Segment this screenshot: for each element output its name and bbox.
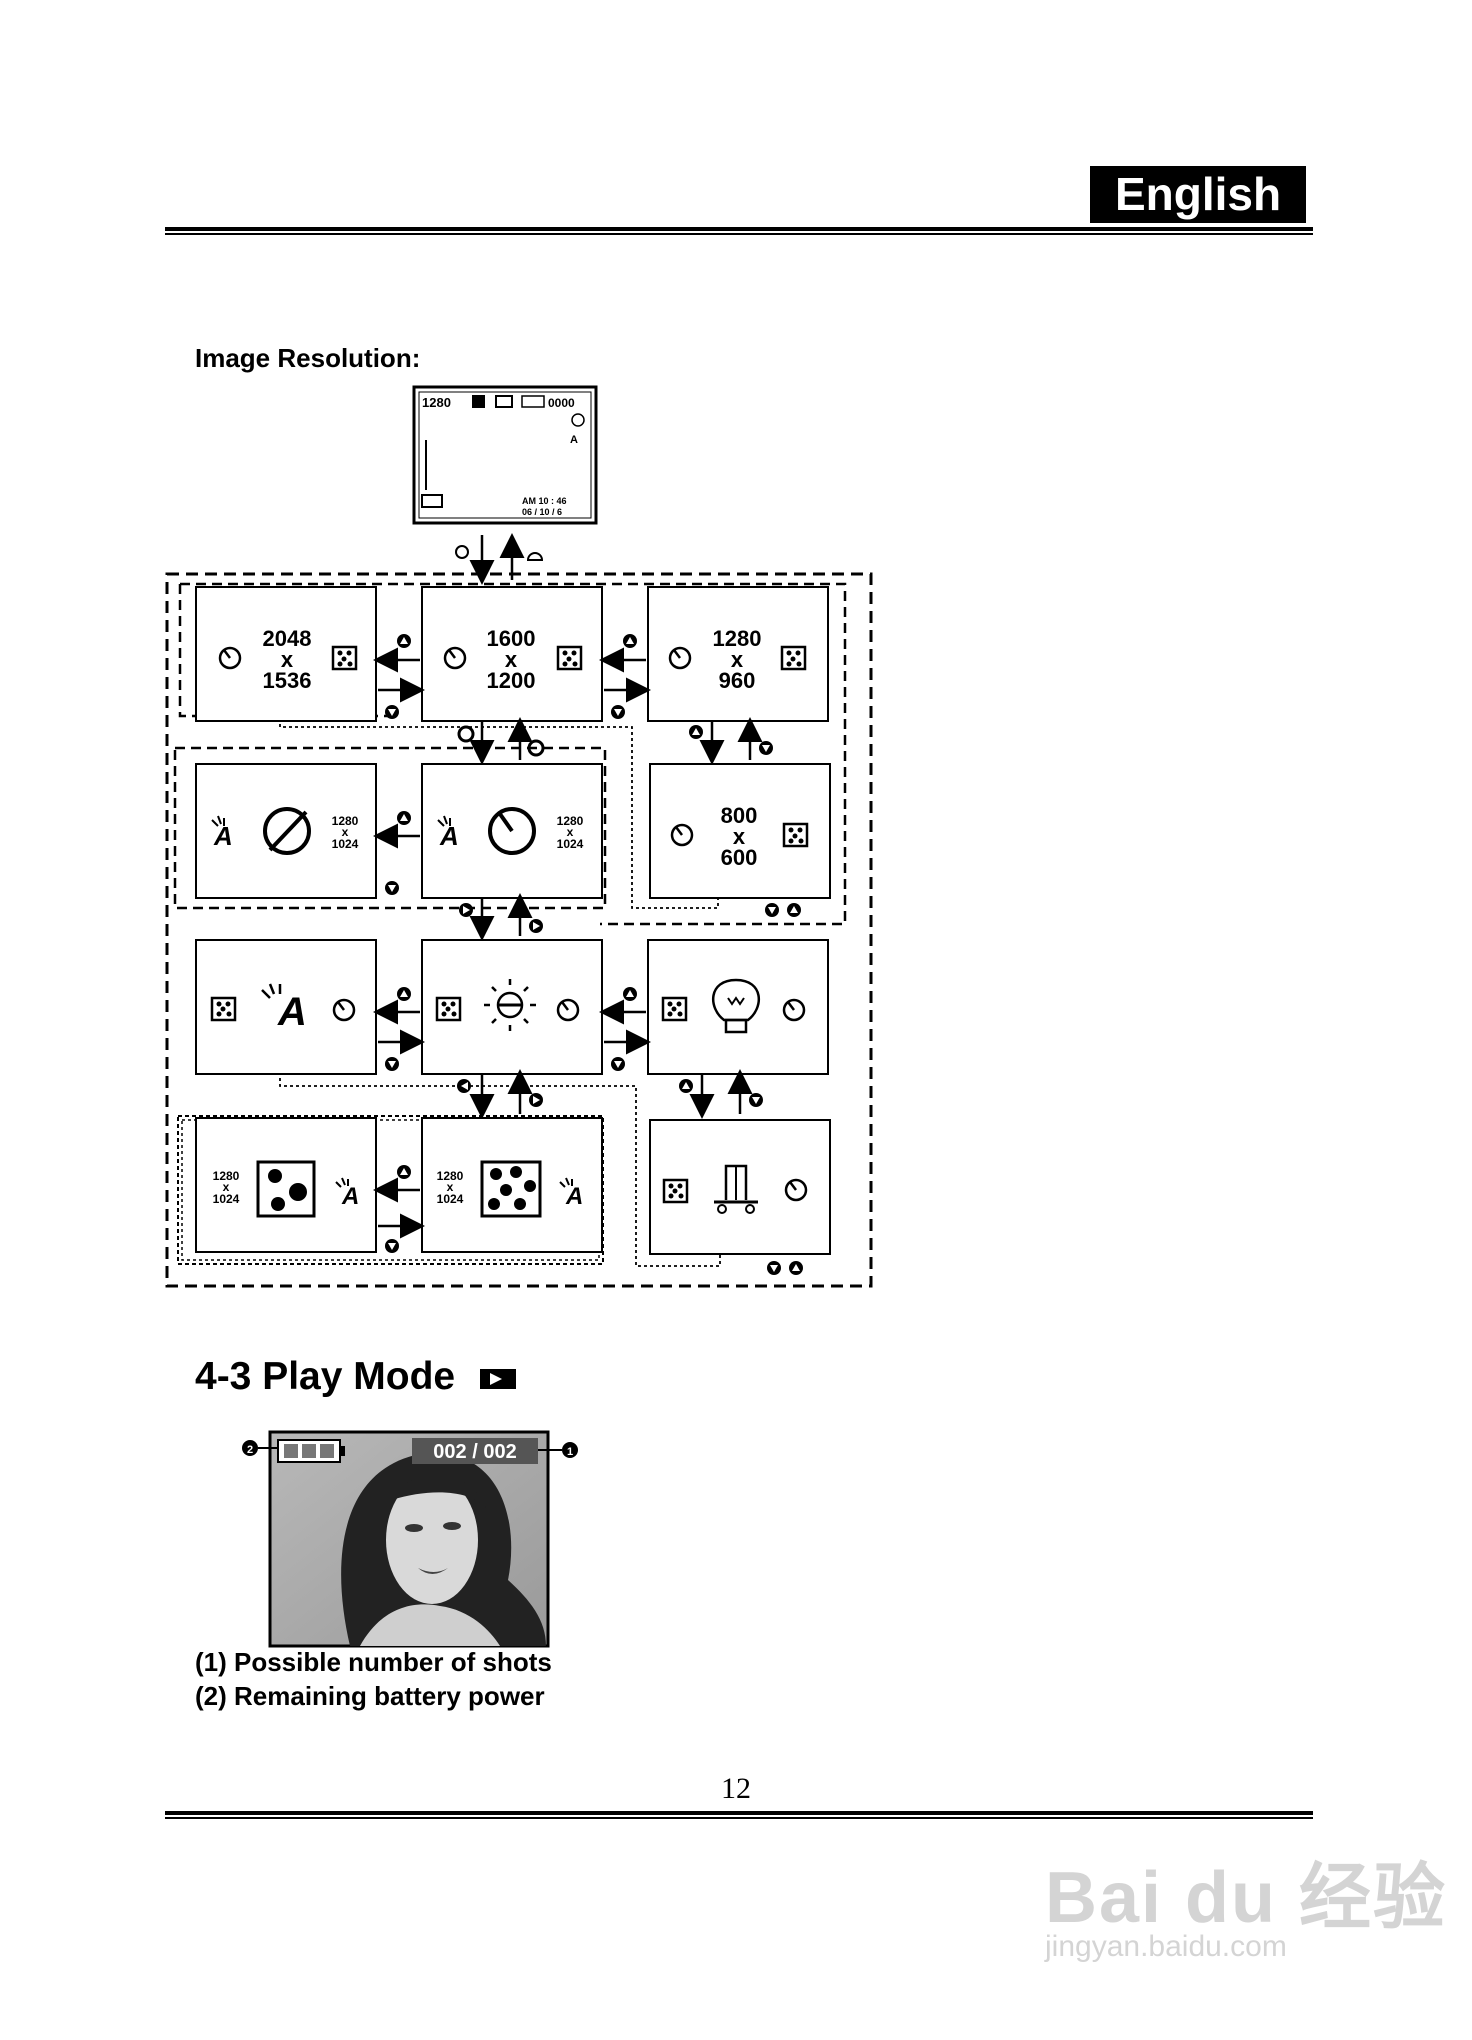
lcd-timer-icon bbox=[571, 413, 585, 427]
svg-text:1024: 1024 bbox=[557, 837, 584, 851]
svg-text:960: 960 bbox=[719, 668, 756, 693]
svg-text:x: x bbox=[733, 824, 746, 849]
svg-text:A: A bbox=[213, 821, 233, 851]
lcd-time: AM 10 : 46 bbox=[522, 496, 567, 506]
svg-text:1280: 1280 bbox=[437, 1169, 464, 1183]
svg-text:A: A bbox=[341, 1183, 359, 1210]
portrait-photo bbox=[341, 1453, 546, 1646]
lcd-resolution: 1280 bbox=[422, 395, 451, 410]
lcd-auto-flash-icon: A bbox=[570, 434, 578, 446]
screen-quality-fine: 1280 x 1024 A bbox=[421, 1117, 603, 1253]
shot-counter: 002 / 002 bbox=[433, 1441, 516, 1463]
language-badge: English bbox=[1090, 166, 1306, 223]
svg-text:x: x bbox=[731, 647, 744, 672]
svg-text:1280: 1280 bbox=[213, 1169, 240, 1183]
watermark-logo: Bai du 经验 bbox=[1045, 1858, 1448, 1938]
svg-text:1200: 1200 bbox=[487, 668, 536, 693]
svg-text:1024: 1024 bbox=[213, 1192, 240, 1206]
svg-text:1600: 1600 bbox=[487, 626, 536, 651]
screen-quality-normal: 1280 x 1024 A bbox=[195, 1117, 377, 1253]
header-rule bbox=[165, 227, 1313, 231]
callout-2-marker bbox=[242, 1440, 258, 1456]
legend-item-2: (2) Remaining battery power bbox=[195, 1681, 545, 1711]
lcd-camera-icon bbox=[495, 395, 513, 408]
svg-text:x: x bbox=[281, 647, 294, 672]
page-number: 12 bbox=[721, 1772, 751, 1805]
svg-text:A: A bbox=[277, 990, 307, 1034]
svg-text:1536: 1536 bbox=[263, 668, 312, 693]
svg-text:800: 800 bbox=[721, 803, 758, 828]
svg-text:1024: 1024 bbox=[332, 837, 359, 851]
screen-self-timer-on: A 1280 x 1024 bbox=[421, 763, 603, 899]
footer-rule-thin bbox=[165, 1817, 1313, 1819]
header-rule-thin bbox=[165, 233, 1313, 235]
svg-text:A: A bbox=[565, 1183, 583, 1210]
svg-text:1024: 1024 bbox=[437, 1192, 464, 1206]
svg-text:1280: 1280 bbox=[713, 626, 762, 651]
screen-fluorescent bbox=[649, 1119, 831, 1255]
screen-2048x1536: 2048 x 1536 bbox=[195, 586, 377, 722]
play-icon bbox=[479, 1368, 516, 1389]
screen-1280x960: 1280 x 960 bbox=[647, 586, 829, 722]
screen-self-timer-off: A 1280 x 1024 bbox=[195, 763, 377, 899]
svg-text:A: A bbox=[439, 821, 459, 851]
svg-text:1280: 1280 bbox=[332, 814, 359, 828]
screen-tungsten bbox=[647, 939, 829, 1075]
section-title-image-resolution: Image Resolution: bbox=[195, 343, 421, 373]
play-mode-heading: 4-3 Play Mode bbox=[195, 1355, 516, 1399]
lcd-date: 06 / 10 / 6 bbox=[522, 507, 562, 517]
callout-1-marker bbox=[562, 1442, 578, 1458]
svg-text:x: x bbox=[447, 1180, 454, 1194]
play-battery-indicator bbox=[277, 1439, 345, 1463]
play-mode-heading-text: 4-3 Play Mode bbox=[195, 1355, 456, 1398]
svg-text:2: 2 bbox=[247, 1444, 253, 1456]
svg-text:x: x bbox=[505, 647, 518, 672]
screen-daylight bbox=[421, 939, 603, 1075]
svg-text:x: x bbox=[567, 825, 574, 839]
legend-item-1: (1) Possible number of shots bbox=[195, 1647, 552, 1677]
svg-text:1280: 1280 bbox=[557, 814, 584, 828]
lcd-battery-icon bbox=[421, 494, 443, 508]
svg-text:2048: 2048 bbox=[263, 626, 312, 651]
svg-text:x: x bbox=[223, 1180, 230, 1194]
lcd-memory-icon bbox=[521, 395, 545, 408]
screen-800x600: 800 x 600 bbox=[649, 763, 831, 899]
watermark-url: jingyan.baidu.com bbox=[1045, 1930, 1287, 1963]
svg-text:x: x bbox=[342, 825, 349, 839]
svg-text:600: 600 bbox=[721, 845, 758, 870]
lcd-shots: 0000 bbox=[548, 396, 575, 410]
svg-text:1: 1 bbox=[567, 1446, 573, 1458]
screen-1600x1200: 1600 x 1200 bbox=[421, 586, 603, 722]
lcd-quality-icon bbox=[472, 395, 485, 408]
footer-rule bbox=[165, 1811, 1313, 1815]
lcd-preview: 1280 0000 A AM 10 : 46 06 / 10 / 6 bbox=[412, 385, 598, 525]
